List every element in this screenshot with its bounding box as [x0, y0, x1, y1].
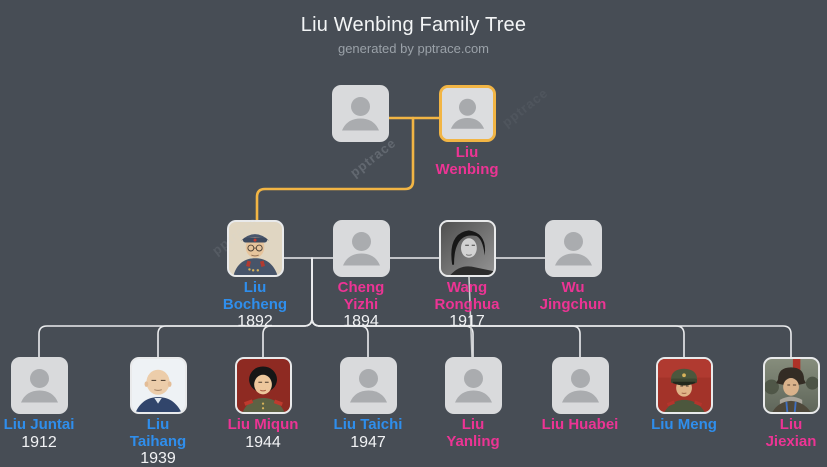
- child-line-liu-miqun: [262, 257, 313, 358]
- wang-ronghua-descent-line: [468, 276, 473, 358]
- person-name: Liu Miqun: [227, 416, 299, 433]
- person-year: 1939: [140, 450, 176, 467]
- person-year: 1917: [449, 313, 485, 330]
- liu-meng-photo: [655, 357, 713, 414]
- placeholder-person-icon: [332, 220, 390, 277]
- person-card-liu-huabei[interactable]: Liu Huabei: [523, 357, 637, 434]
- person-name: Liu Taihang: [129, 416, 187, 450]
- person-name: Liu Wenbing: [435, 144, 499, 178]
- person-card-wu-jingchun[interactable]: Wu Jingchun: [516, 220, 630, 313]
- person-name: Liu Meng: [651, 416, 717, 433]
- person-card-liu-juntai[interactable]: Liu Juntai 1912: [0, 357, 96, 452]
- placeholder-person-icon: [544, 220, 602, 277]
- person-card-liu-taichi[interactable]: Liu Taichi 1947: [311, 357, 425, 452]
- placeholder-person-icon: [331, 85, 389, 142]
- page-title: Liu Wenbing Family Tree: [300, 14, 527, 36]
- liu-miqun-photo: [234, 357, 292, 414]
- person-year: 1912: [21, 433, 57, 451]
- person-name: Cheng Yizhi: [337, 279, 385, 313]
- person-card-unknown-spouse[interactable]: [303, 85, 417, 142]
- person-year: 1894: [343, 313, 379, 330]
- gold-descent-line: [255, 116, 415, 223]
- placeholder-person-icon: [10, 357, 68, 414]
- person-card-cheng-yizhi[interactable]: Cheng Yizhi 1894: [304, 220, 418, 331]
- person-name: Liu Taichi: [333, 416, 403, 433]
- person-card-liu-bocheng[interactable]: Liu Bocheng 1892: [198, 220, 312, 331]
- person-card-liu-miqun[interactable]: Liu Miqun 1944: [206, 357, 320, 452]
- person-name: Liu Yanling: [446, 416, 500, 450]
- page-subtitle: generated by pptrace.com: [337, 41, 490, 56]
- liu-jiexian-photo: [762, 357, 820, 414]
- person-year: 1944: [245, 433, 281, 451]
- liu-bocheng-photo: [226, 220, 284, 277]
- person-year: 1947: [350, 433, 386, 451]
- person-name: Liu Huabei: [541, 416, 619, 433]
- person-card-wang-ronghua[interactable]: Wang Ronghua 1917: [410, 220, 524, 331]
- placeholder-person-icon: [551, 357, 609, 414]
- person-card-liu-yanling[interactable]: Liu Yanling: [416, 357, 530, 450]
- placeholder-person-icon: [339, 357, 397, 414]
- person-card-liu-wenbing[interactable]: Liu Wenbing: [410, 85, 524, 178]
- person-name: Liu Juntai: [3, 416, 75, 433]
- person-card-liu-jiexian[interactable]: Liu Jiexian: [734, 357, 827, 450]
- liu-taihang-photo: [129, 357, 187, 414]
- header: Liu Wenbing Family Tree generated by ppt…: [0, 14, 827, 56]
- person-card-liu-meng[interactable]: Liu Meng: [627, 357, 741, 434]
- wang-ronghua-photo: [438, 220, 496, 277]
- person-year: 1892: [237, 313, 273, 330]
- child-line-liu-jiexian: [311, 257, 792, 358]
- person-name: Liu Jiexian: [765, 416, 817, 450]
- person-name: Wu Jingchun: [539, 279, 607, 313]
- person-name: Wang Ronghua: [434, 279, 500, 313]
- placeholder-person-icon: [444, 357, 502, 414]
- person-card-liu-taihang[interactable]: Liu Taihang 1939: [101, 357, 215, 467]
- person-name: Liu Bocheng: [222, 279, 288, 313]
- placeholder-person-icon: [438, 85, 496, 142]
